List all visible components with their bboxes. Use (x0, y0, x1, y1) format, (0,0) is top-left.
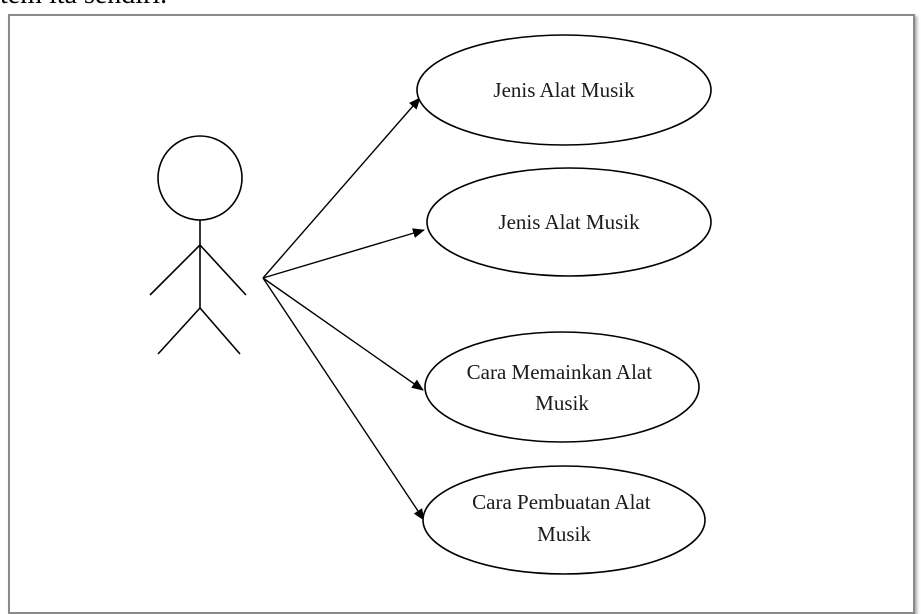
use-case-1-label: Jenis Alat Musik (493, 78, 635, 102)
actor-head (157, 135, 243, 221)
actor-right-leg (199, 307, 241, 355)
actor-left-arm (149, 244, 201, 296)
association-arrow-2 (262, 228, 425, 279)
association-arrow-4 (262, 277, 425, 521)
svg-text:Cara Memainkan Alat Musi: Cara Memainkan Alat Musik (467, 360, 658, 415)
use-case-1: Jenis Alat Musik (416, 34, 712, 146)
page-text-fragment: tem ita sendiri. (0, 0, 167, 12)
svg-text:Jenis Alat Musik: Jenis Alat Musik (498, 210, 640, 234)
actor-left-leg (157, 307, 201, 355)
use-case-2: Jenis Alat Musik (426, 167, 712, 277)
association-arrow-3 (262, 277, 424, 391)
use-case-diagram: Jenis Alat Musik Jenis Alat Musik Cara M… (149, 34, 712, 575)
actor (149, 135, 247, 355)
use-case-3-label-line-2: Musik (535, 391, 589, 415)
use-case-4-label-line-2: Musik (537, 522, 591, 546)
use-case-4: Cara Pembuatan Alat Musik (422, 465, 706, 575)
svg-text:Jenis Alat Musik: Jenis Alat Musik (493, 78, 635, 102)
association-arrow-1 (262, 97, 421, 279)
use-case-2-label: Jenis Alat Musik (498, 210, 640, 234)
svg-text:Cara Pembuatan Alat Musi: Cara Pembuatan Alat Musik (472, 490, 656, 546)
actor-right-arm (199, 244, 247, 296)
use-case-3-label-line-1: Cara Memainkan Alat (467, 360, 653, 384)
use-case-4-label-line-1: Cara Pembuatan Alat (472, 490, 651, 514)
use-case-3: Cara Memainkan Alat Musik (424, 331, 700, 443)
